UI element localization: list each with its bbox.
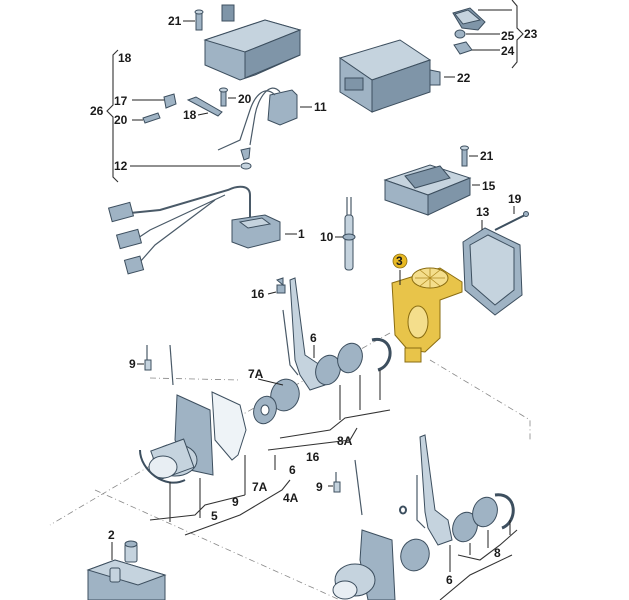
- temperature-sensor-10[interactable]: [342, 197, 356, 271]
- assembly-axis-right: [429, 359, 531, 440]
- gasket-disc-d[interactable]: [469, 494, 502, 530]
- callout-23[interactable]: 23: [524, 27, 538, 41]
- button-cell-25[interactable]: [454, 29, 466, 39]
- callout-13[interactable]: 13: [476, 205, 490, 219]
- callout-2[interactable]: 2: [108, 528, 115, 542]
- bracket-16: [267, 427, 358, 451]
- exchanger-flange-upper[interactable]: [139, 344, 214, 484]
- clip-16[interactable]: [275, 277, 286, 294]
- gasket-plate[interactable]: [211, 391, 247, 461]
- callout-20-right[interactable]: 20: [238, 92, 252, 106]
- callout-10[interactable]: 10: [320, 230, 334, 244]
- callout-5[interactable]: 5: [211, 509, 218, 523]
- pin-19[interactable]: [494, 211, 529, 231]
- assembly-axis-sensor: [149, 377, 241, 381]
- bracket-8: [457, 529, 518, 561]
- callout-6-mid[interactable]: 6: [289, 463, 296, 477]
- pump-housing-3-highlighted[interactable]: [391, 267, 463, 363]
- bolt-20-left[interactable]: [142, 112, 161, 124]
- callout-9[interactable]: 9: [129, 357, 136, 371]
- highlight-badge: [392, 253, 408, 269]
- gasket-disc-b[interactable]: [334, 340, 367, 376]
- callout-20[interactable]: 20: [114, 113, 128, 127]
- callout-12[interactable]: 12: [114, 159, 128, 173]
- callout-21[interactable]: 21: [168, 14, 182, 28]
- relay-11[interactable]: [217, 87, 298, 151]
- callout-7A-lower[interactable]: 7A: [252, 480, 268, 494]
- wiring-harness-1[interactable]: [107, 185, 281, 275]
- bracket-5: [149, 494, 246, 521]
- callout-18[interactable]: 18: [118, 51, 132, 65]
- callout-6-lower[interactable]: 6: [446, 573, 453, 587]
- washer-ring[interactable]: [250, 393, 280, 427]
- callout-9-right[interactable]: 9: [316, 480, 323, 494]
- callout-9-lower[interactable]: 9: [232, 495, 239, 509]
- exchanger-flange-lower[interactable]: [332, 459, 396, 600]
- key-blade-24[interactable]: [453, 41, 473, 55]
- callout-21-right[interactable]: 21: [480, 149, 494, 163]
- callout-16[interactable]: 16: [251, 287, 265, 301]
- bracket-26: [106, 49, 119, 183]
- callout-18-strap[interactable]: 18: [183, 108, 197, 122]
- bolt-21-right[interactable]: [460, 145, 469, 167]
- callout-6[interactable]: 6: [310, 331, 317, 345]
- sensor-9-upper[interactable]: [144, 345, 152, 371]
- bracket-lower-right: [439, 554, 513, 600]
- disc-7A[interactable]: [266, 375, 303, 415]
- bracket-9: [184, 479, 291, 536]
- callout-24[interactable]: 24: [501, 44, 515, 58]
- gasket-disc-a[interactable]: [312, 352, 345, 388]
- coolant-pump-2[interactable]: [86, 540, 167, 600]
- disc-7[interactable]: [396, 535, 433, 575]
- callout-4A[interactable]: 4A: [283, 491, 299, 505]
- callout-8[interactable]: 8: [494, 546, 501, 560]
- circlip-upper[interactable]: [371, 338, 392, 372]
- bolt-21-top[interactable]: [194, 9, 204, 31]
- callout-25[interactable]: 25: [501, 29, 515, 43]
- housing-cover-15[interactable]: [383, 164, 472, 216]
- strap-18[interactable]: [186, 96, 223, 117]
- sensor-9-lower[interactable]: [333, 472, 341, 493]
- callout-1[interactable]: 1: [298, 227, 305, 241]
- callout-26[interactable]: 26: [90, 104, 104, 118]
- assembly-axis-lower: [94, 489, 341, 600]
- callout-11[interactable]: 11: [314, 100, 327, 114]
- remote-fob-23[interactable]: [452, 7, 486, 31]
- callout-17[interactable]: 17: [114, 94, 128, 108]
- heat-shield-13[interactable]: [462, 227, 523, 316]
- callout-3[interactable]: 3: [396, 254, 403, 268]
- bracket-23: [511, 0, 524, 69]
- gasket-disc-c[interactable]: [449, 509, 482, 545]
- control-module-22[interactable]: [338, 39, 441, 113]
- washer-12[interactable]: [240, 147, 252, 170]
- bracket-8A: [279, 409, 391, 439]
- callout-7A[interactable]: 7A: [248, 367, 264, 381]
- clip-17[interactable]: [163, 93, 177, 109]
- control-unit-cover[interactable]: [203, 4, 302, 81]
- callout-19[interactable]: 19: [508, 192, 522, 206]
- small-ring-8[interactable]: [399, 505, 407, 515]
- callout-15[interactable]: 15: [482, 179, 496, 193]
- circlip-lower[interactable]: [494, 493, 515, 530]
- bolt-20-right[interactable]: [219, 87, 228, 107]
- glow-plug-arm-lower[interactable]: [416, 434, 453, 546]
- callout-22[interactable]: 22: [457, 71, 471, 85]
- callout-16-lower[interactable]: 16: [306, 450, 320, 464]
